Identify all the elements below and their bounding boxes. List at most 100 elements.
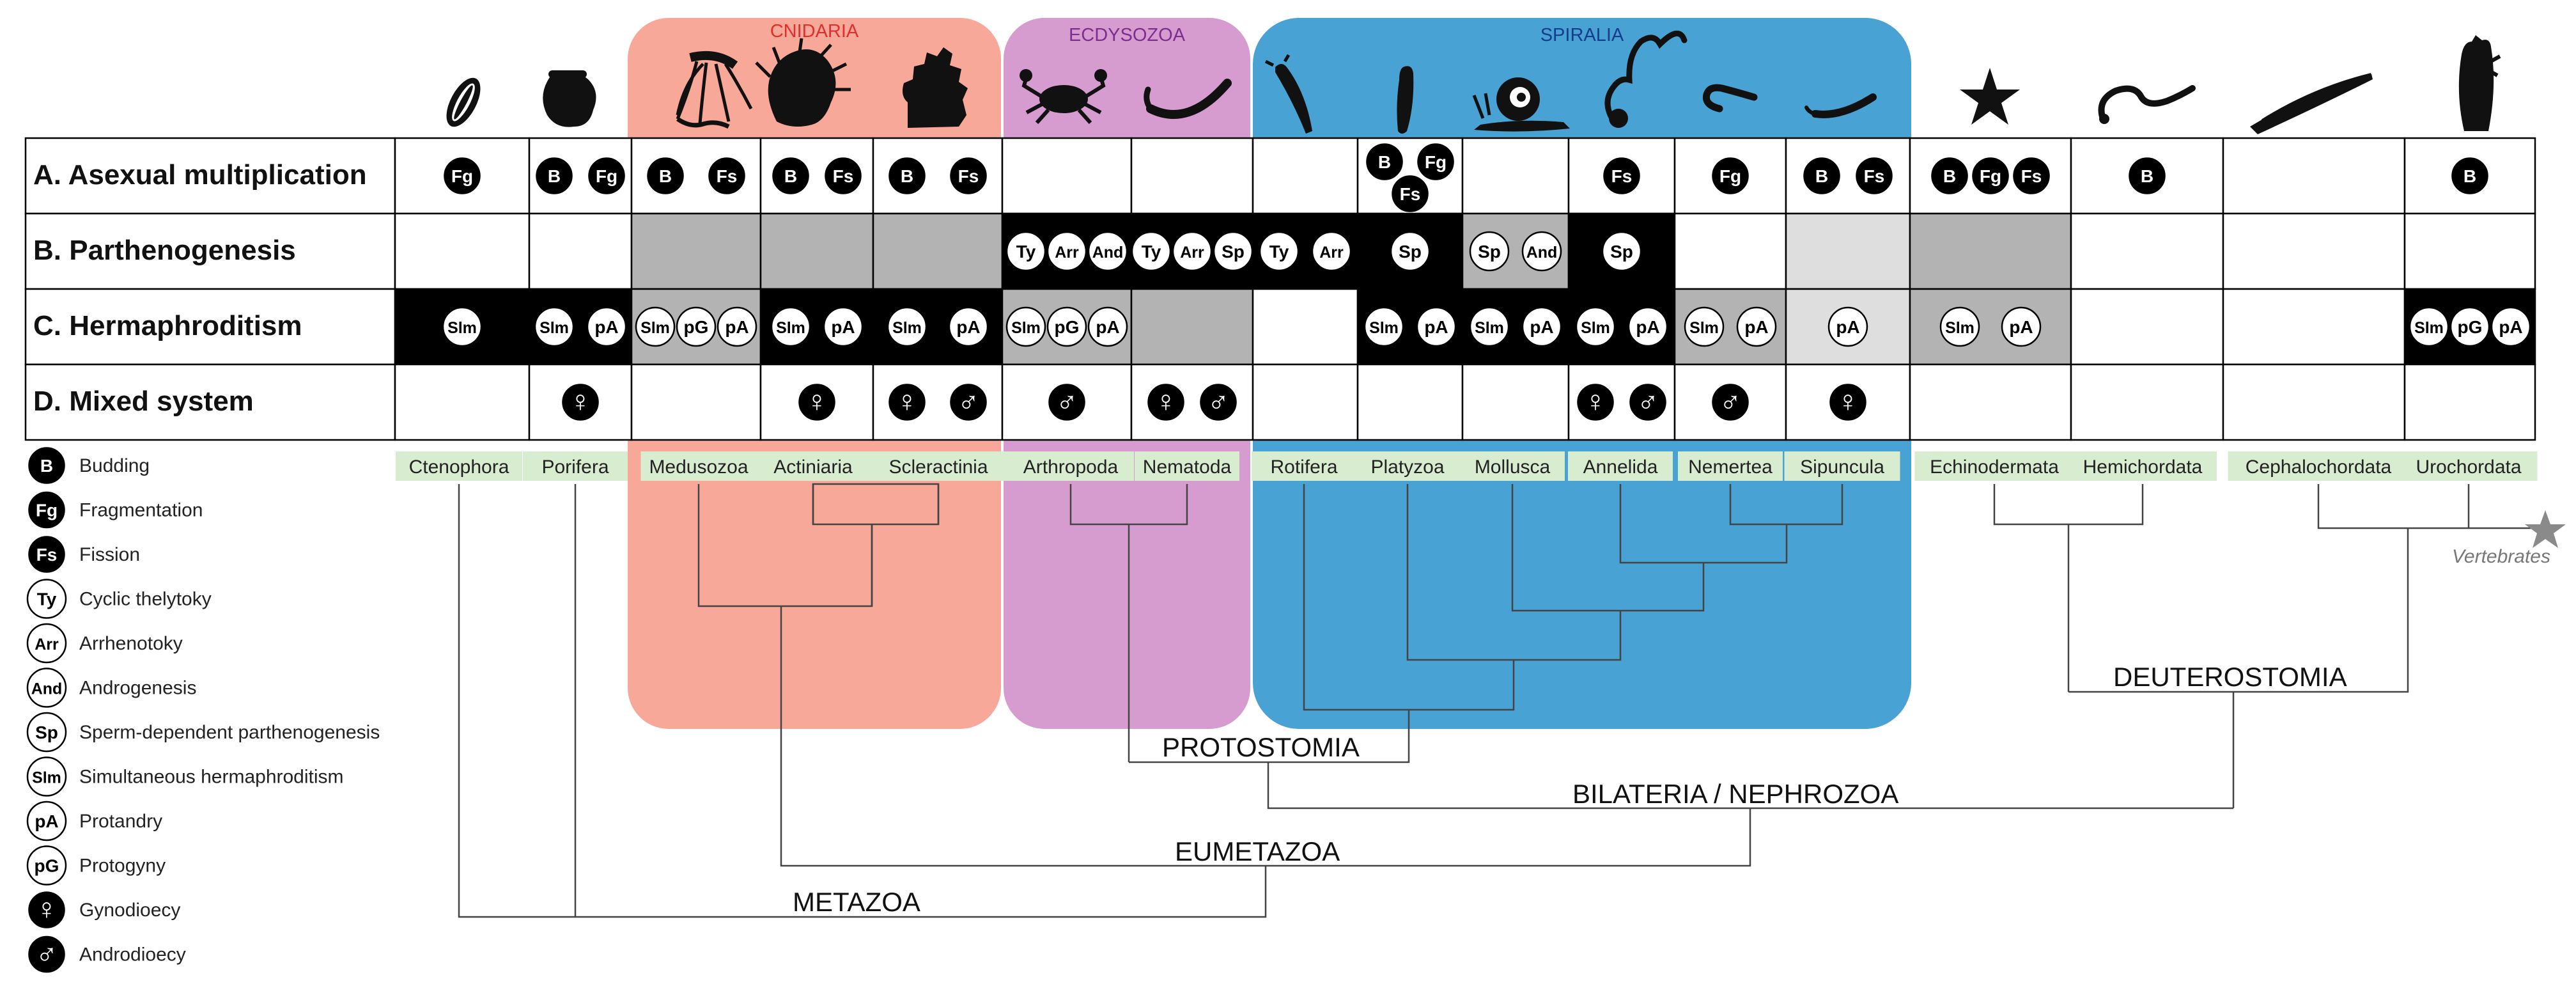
symbol-text: Slm: [1369, 319, 1399, 337]
taxon-label-platyzoa: Platyzoa: [1370, 457, 1444, 478]
symbol-Slm: Slm: [534, 306, 575, 347]
cell-D-mollusca: [1461, 363, 1570, 441]
symbol-text: ♂: [1637, 384, 1659, 418]
symbol-text: pA: [956, 317, 980, 337]
symbol-text: ♀: [36, 892, 58, 925]
symbol-text: ♂: [1056, 384, 1078, 418]
taxon-box-urochordata: [2400, 451, 2538, 481]
legend-label: Protandry: [79, 811, 162, 832]
symbol-text: Slm: [447, 319, 477, 337]
symbol-text: Ty: [1142, 242, 1161, 262]
symbol-Slm: Slm: [1939, 306, 1980, 347]
taxon-label-medusozoa: Medusozoa: [649, 457, 748, 478]
symbol-text: Sp: [35, 723, 58, 742]
cell-D-rotifera: [1252, 363, 1359, 441]
symbol-B: B: [1364, 141, 1405, 182]
symbol-text: ♀: [1837, 384, 1859, 418]
annelida-silhouette: [1604, 31, 1688, 128]
taxon-label-urochordata: Urochordata: [2416, 457, 2521, 478]
taxon-box-platyzoa: [1355, 451, 1460, 481]
symbol-text: Fg: [596, 166, 617, 186]
symbol-Sp: Sp: [1601, 231, 1642, 272]
ctenophora-silhouette: [446, 77, 481, 127]
symbol-pA: pA: [2490, 306, 2531, 347]
symbol-text: pA: [35, 811, 58, 831]
symbol-Fs: Fs: [2011, 155, 2052, 196]
taxon-box-annelida: [1568, 451, 1673, 481]
symbol-text: Fs: [1400, 184, 1421, 204]
symbol-text: ♀: [570, 384, 592, 418]
cell-A-mollusca: [1461, 137, 1570, 215]
symbol-Arr: Arr: [1046, 231, 1087, 272]
symbol-Fs: Fs: [948, 155, 989, 196]
label-protostomia: PROTOSTOMIA: [1162, 732, 1360, 762]
cell-A-arthropoda: [1001, 137, 1133, 215]
symbol-text: B: [1943, 166, 1956, 186]
row-label-C: C. Hermaphroditism: [33, 310, 302, 341]
symbol-text: Sp: [1610, 242, 1633, 262]
symbol-pG: pG: [2449, 306, 2490, 347]
taxon-label-cephalochordata: Cephalochordata: [2246, 457, 2392, 478]
symbol-text: Fs: [717, 166, 738, 186]
symbol-text: Arr: [1180, 244, 1204, 262]
echinodermata-silhouette: [1960, 68, 2020, 125]
symbol-♀: ♀: [887, 382, 927, 423]
symbol-B: B: [2449, 155, 2490, 196]
row-label-D: D. Mixed system: [33, 386, 254, 417]
taxon-box-cephalochordata: [2228, 451, 2409, 481]
branch-protostomia: [1129, 710, 1410, 763]
symbol-Ty: Ty: [1005, 231, 1046, 272]
cell-B-scleractinia: [872, 212, 1004, 290]
symbol-And: And: [1087, 231, 1128, 272]
sipuncula-silhouette: [1804, 93, 1877, 118]
cell-B-hemichordata: [2070, 212, 2224, 290]
legend-symbol-Fg: Fg: [26, 490, 67, 530]
taxon-label-porifera: Porifera: [541, 457, 609, 478]
cell-D-ctenophora: [394, 363, 531, 441]
symbol-♀: ♀: [1575, 382, 1616, 423]
hemichordata-silhouette: [2098, 85, 2196, 124]
symbol-text: Slm: [1689, 319, 1719, 337]
symbol-text: Slm: [892, 319, 922, 337]
symbol-Slm: Slm: [1005, 306, 1046, 347]
symbol-text: pG: [35, 856, 59, 876]
legend-symbol-B: B: [26, 445, 67, 486]
cell-B-medusozoa: [630, 212, 762, 290]
symbol-B: B: [887, 155, 927, 196]
row-label-B: B. Parthenogenesis: [33, 235, 296, 266]
cell-D-platyzoa: [1356, 363, 1464, 441]
row-label-cell: [24, 363, 396, 441]
cell-C-echinodermata: [1909, 288, 2072, 366]
label-vertebrates: Vertebrates: [2452, 546, 2550, 567]
tree-labels: PROTOSTOMIA BILATERIA / NEPHROZOA EUMETA…: [793, 510, 2566, 917]
symbol-pA: pA: [1827, 306, 1868, 347]
legend-label: Androgenesis: [79, 678, 196, 699]
symbol-pA: pA: [1627, 306, 1668, 347]
label-metazoa: METAZOA: [793, 887, 920, 917]
vertebrates-star-icon: [2525, 510, 2566, 548]
taxon-box-hemichordata: [2068, 451, 2217, 481]
symbol-Fg: Fg: [586, 155, 627, 196]
symbol-text: Fg: [36, 501, 58, 520]
cell-B-cephalochordata: [2222, 212, 2406, 290]
symbol-pG: pG: [1046, 306, 1087, 347]
taxon-label-actiniaria: Actiniaria: [773, 457, 853, 478]
legend-label: Arrhenotoky: [79, 633, 183, 654]
symbol-text: B: [1815, 166, 1828, 186]
taxon-box-sipuncula: [1784, 451, 1900, 481]
taxon-box-nematoda: [1135, 451, 1239, 481]
branch-actiniaria-scleractinia: [812, 484, 940, 526]
platyzoa-silhouette: [1397, 66, 1414, 134]
symbol-♀: ♀: [560, 382, 601, 423]
symbol-B: B: [534, 155, 575, 196]
symbol-pA: pA: [1416, 306, 1457, 347]
cell-C-sipuncula: [1785, 288, 1911, 366]
taxon-box-actiniaria: [750, 451, 876, 481]
symbol-text: Fg: [1425, 152, 1447, 172]
taxon-box-porifera: [523, 451, 628, 481]
legend-symbol-Fs: Fs: [26, 534, 67, 575]
symbol-text: pA: [1836, 317, 1859, 337]
taxon-box-nemertea: [1678, 451, 1783, 481]
